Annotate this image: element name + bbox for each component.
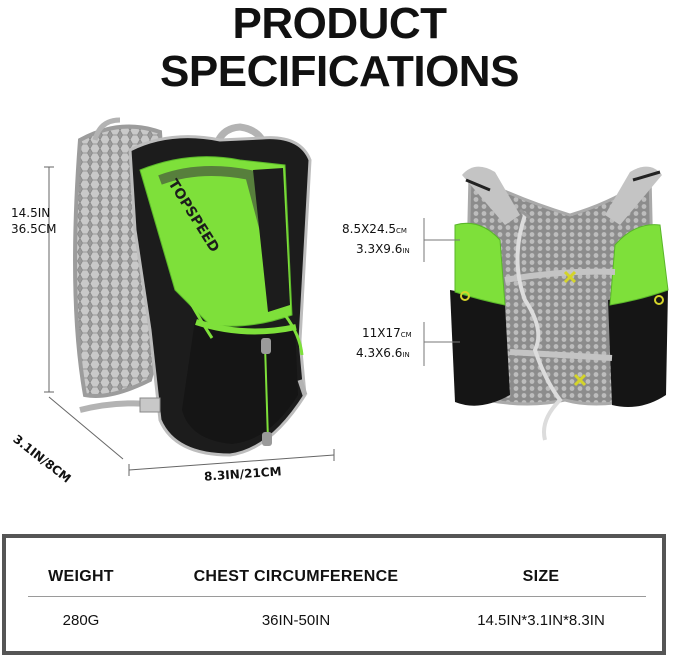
spec-value-size: 14.5IN*3.1IN*8.3IN: [477, 612, 605, 629]
title-line-2: SPECIFICATIONS: [160, 47, 519, 96]
right-pocket-lower: [608, 290, 668, 408]
height-cm-label: 36.5CM: [11, 222, 57, 236]
backpack-front-view: TOPSPEED: [44, 117, 335, 476]
product-illustration: TOPSPEED: [44, 117, 669, 476]
right-pocket-upper: [609, 224, 669, 306]
spec-value-chest: 36IN-50IN: [261, 612, 331, 629]
spec-value-weight: 280G: [62, 612, 100, 629]
spec-header-chest: CHEST CIRCUMFERENCE: [193, 568, 399, 585]
lower-pocket-in-label: 4.3X6.6IN: [356, 346, 410, 360]
spec-header-weight: WEIGHT: [48, 568, 114, 585]
left-pocket-upper: [454, 222, 506, 306]
spec-table: WEIGHT CHEST CIRCUMFERENCE SIZE 280G 36I…: [2, 534, 666, 655]
depth-dimension-line: [48, 396, 124, 460]
upper-pocket-cm-label: 8.5X24.5CM: [342, 222, 407, 236]
spec-divider: [28, 596, 646, 597]
height-in-label: 14.5IN: [11, 206, 51, 220]
title-line-1: PRODUCT: [232, 0, 447, 48]
lower-pocket-cm-label: 11X17CM: [362, 326, 412, 340]
spec-header-size: SIZE: [522, 568, 560, 585]
width-dimension-line: [128, 454, 335, 471]
backpack-back-view: [423, 166, 669, 441]
left-pocket-lower: [450, 290, 510, 406]
hydration-tube: [515, 214, 563, 441]
upper-pocket-in-label: 3.3X9.6IN: [356, 242, 410, 256]
